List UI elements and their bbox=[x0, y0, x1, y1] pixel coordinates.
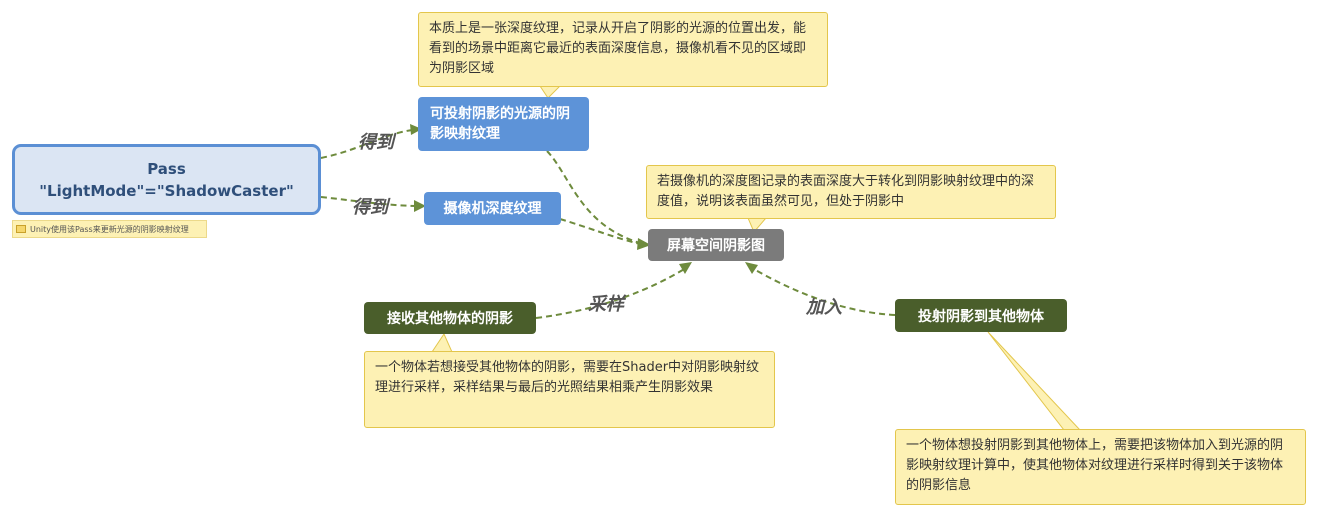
node-receive-shadow[interactable]: 接收其他物体的阴影 bbox=[364, 302, 536, 334]
callout-cast-shadow[interactable]: 一个物体想投射阴影到其他物体上，需要把该物体加入到光源的阴影映射纹理计算中，使其… bbox=[895, 429, 1306, 505]
callout-shadow-map[interactable]: 本质上是一张深度纹理，记录从开启了阴影的光源的位置出发，能看到的场景中距离它最近… bbox=[418, 12, 828, 87]
node-cast-shadow-label: 投射阴影到其他物体 bbox=[918, 308, 1044, 325]
node-receive-shadow-label: 接收其他物体的阴影 bbox=[387, 311, 513, 327]
node-shadow-map[interactable]: 可投射阴影的光源的阴影映射纹理 bbox=[418, 97, 589, 151]
edge-camera-depth-to-screen-shadow bbox=[559, 218, 641, 245]
arrowhead-cast bbox=[745, 262, 758, 274]
edge-label-add: 加入 bbox=[806, 297, 842, 318]
node-cast-shadow[interactable]: 投射阴影到其他物体 bbox=[895, 299, 1067, 332]
callout-pointer-receive bbox=[431, 332, 453, 353]
callout-cast-shadow-text: 一个物体想投射阴影到其他物体上，需要把该物体加入到光源的阴影映射纹理计算中，使其… bbox=[906, 438, 1284, 493]
root-line-2: "LightMode"="ShadowCaster" bbox=[39, 181, 294, 200]
arrowhead-receive bbox=[679, 262, 692, 274]
node-screen-shadow-label: 屏幕空间阴影图 bbox=[667, 238, 765, 254]
callout-receive-shadow-text: 一个物体若想接受其他物体的阴影，需要在Shader中对阴影映射纹理进行采样，采样… bbox=[375, 360, 760, 395]
note-icon bbox=[16, 225, 26, 233]
node-shadow-map-label: 可投射阴影的光源的阴影映射纹理 bbox=[430, 106, 570, 142]
edge-label-sample: 采样 bbox=[588, 294, 624, 315]
root-note[interactable]: Unity使用该Pass来更新光源的阴影映射纹理 bbox=[12, 220, 207, 238]
edge-label-get-1: 得到 bbox=[358, 132, 394, 153]
edge-label-get-2: 得到 bbox=[352, 197, 388, 218]
callout-receive-shadow[interactable]: 一个物体若想接受其他物体的阴影，需要在Shader中对阴影映射纹理进行采样，采样… bbox=[364, 351, 775, 428]
callout-screen-shadow-text: 若摄像机的深度图记录的表面深度大于转化到阴影映射纹理中的深度值，说明该表面虽然可… bbox=[657, 174, 1035, 209]
root-note-text: Unity使用该Pass来更新光源的阴影映射纹理 bbox=[30, 224, 189, 234]
root-node-pass[interactable]: Pass "LightMode"="ShadowCaster" bbox=[12, 144, 321, 215]
root-line-1: Pass bbox=[147, 159, 186, 178]
callout-pointer-cast bbox=[987, 331, 1082, 431]
callout-shadow-map-text: 本质上是一张深度纹理，记录从开启了阴影的光源的位置出发，能看到的场景中距离它最近… bbox=[429, 21, 807, 76]
callout-screen-shadow[interactable]: 若摄像机的深度图记录的表面深度大于转化到阴影映射纹理中的深度值，说明该表面虽然可… bbox=[646, 165, 1056, 219]
node-screen-shadow[interactable]: 屏幕空间阴影图 bbox=[648, 229, 784, 261]
node-camera-depth[interactable]: 摄像机深度纹理 bbox=[424, 192, 561, 225]
node-camera-depth-label: 摄像机深度纹理 bbox=[443, 200, 542, 217]
